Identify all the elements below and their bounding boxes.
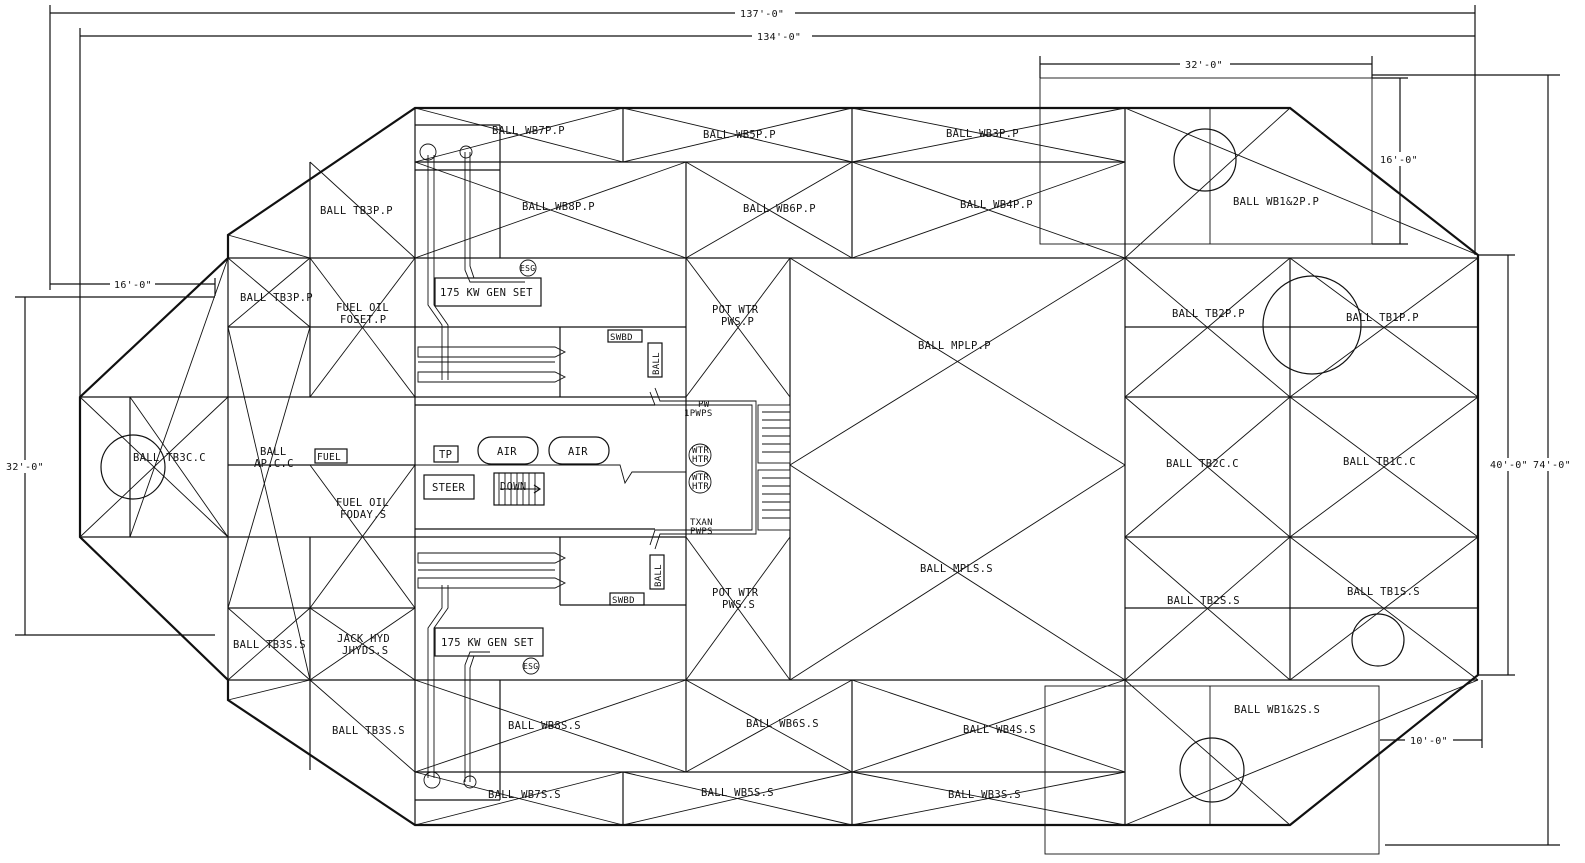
gen-set-starboard-box xyxy=(434,627,544,657)
label-pwps-port-1: PW xyxy=(698,400,710,410)
label-fuel-p-2: FOSET.P xyxy=(340,314,386,326)
label-down: DOWN xyxy=(500,481,527,493)
label-tb3s-inner: BALL TB3S.S xyxy=(233,639,306,651)
label-wb12p: BALL WB1&2P.P xyxy=(1233,196,1319,208)
label-wb4p: BALL WB4P.P xyxy=(960,199,1033,211)
dim-tank-depth: 16'-0" xyxy=(1380,155,1418,166)
label-pwps-starboard-1: TXAN xyxy=(690,518,713,528)
label-tb2c: BALL TB2C.C xyxy=(1166,458,1239,470)
label-pwps-port-2: 1PWPS xyxy=(684,409,713,419)
label-wb5p: BALL WB5P.P xyxy=(703,129,776,141)
label-wb6s: BALL WB6S.S xyxy=(746,718,819,730)
label-jack-2: JHYDS.S xyxy=(342,645,388,657)
label-ball-port: BALL xyxy=(652,352,662,375)
label-jack-1: JACK HYD xyxy=(337,633,390,645)
label-wb6p: BALL WB6P.P xyxy=(743,203,816,215)
label-apc-1: BALL xyxy=(260,446,287,458)
dimension-lines: 137'-0" 134'-0" 32'-0" 16'-0" 16'-0" 32'… xyxy=(4,5,1574,846)
label-swbd-port: SWBD xyxy=(610,333,633,343)
label-wb7s: BALL WB7S.S xyxy=(488,789,561,801)
label-gen-set-starboard: 175 KW GEN SET xyxy=(441,637,534,649)
label-mplp: BALL MPLP.P xyxy=(918,340,991,352)
label-fuel-box: FUEL xyxy=(317,452,341,463)
ball-starboard-box xyxy=(649,554,665,590)
ball-port-box xyxy=(647,342,663,378)
esg-starboard-symbol xyxy=(522,657,540,675)
dim-overall-width: 74'-0" xyxy=(1533,460,1571,471)
label-pot-s-2: PWS.S xyxy=(722,599,755,611)
tp-box xyxy=(433,445,459,463)
label-swbd-starboard: SWBD xyxy=(612,596,635,606)
esg-port-symbol xyxy=(519,259,537,277)
label-tb2s: BALL TB2S.S xyxy=(1167,595,1240,607)
label-esg-starboard: ESG xyxy=(523,662,538,671)
label-fuel-s-2: FODAY.S xyxy=(340,509,386,521)
label-pwps-starboard-2: PWPS xyxy=(690,527,713,537)
engine-starboard xyxy=(417,552,567,589)
label-wb8p: BALL WB8P.P xyxy=(522,201,595,213)
tank-labels: BALL WB7P.P BALL WB5P.P BALL WB3P.P BALL… xyxy=(133,125,1420,801)
label-wtr-htr-2a: WTR xyxy=(692,473,709,483)
label-wb7p: BALL WB7P.P xyxy=(492,125,565,137)
stairway xyxy=(493,472,545,506)
dim-bow-length: 16'-0" xyxy=(114,280,152,291)
machinery-space xyxy=(314,124,791,801)
label-fuel-s-1: FUEL OIL xyxy=(336,497,389,509)
label-wb12s: BALL WB1&2S.S xyxy=(1234,704,1320,716)
swbd-starboard-box xyxy=(609,592,645,606)
label-ball-starboard: BALL xyxy=(654,564,664,587)
label-tp: TP xyxy=(439,449,452,461)
label-tb3p-outer: BALL TB3P.P xyxy=(320,205,393,217)
dim-overall-length: 137'-0" xyxy=(740,9,784,20)
label-gen-set-port: 175 KW GEN SET xyxy=(440,287,533,299)
label-wtr-htr-2b: HTR xyxy=(692,482,709,492)
dim-hull-length: 134'-0" xyxy=(757,32,801,43)
label-pot-s-1: POT WTR xyxy=(712,587,759,599)
dim-bow-width: 32'-0" xyxy=(6,462,44,473)
swbd-port-box xyxy=(607,329,643,343)
dim-stern-offset: 10'-0" xyxy=(1410,736,1448,747)
label-tb3p-inner: BALL TB3P.P xyxy=(240,292,313,304)
label-pot-p-2: PWS.P xyxy=(721,316,754,328)
air-tank-2 xyxy=(548,436,610,465)
equipment-labels: 175 KW GEN SET 175 KW GEN SET ESG ESG SW… xyxy=(317,264,713,671)
label-wb8s: BALL WB8S.S xyxy=(508,720,581,732)
label-wb4s: BALL WB4S.S xyxy=(963,724,1036,736)
label-air-1: AIR xyxy=(497,446,517,458)
label-wb5s: BALL WB5S.S xyxy=(701,787,774,799)
label-apc-2: AP.C.C xyxy=(254,458,294,470)
label-tb1p: BALL TB1P.P xyxy=(1346,312,1419,324)
label-air-2: AIR xyxy=(568,446,588,458)
label-wb3s: BALL WB3S.S xyxy=(948,789,1021,801)
label-tb3c: BALL TB3C.C xyxy=(133,452,206,464)
label-wtr-htr-1b: HTR xyxy=(692,455,709,465)
engine-port xyxy=(417,346,567,383)
label-mpls: BALL MPLS.S xyxy=(920,563,993,575)
label-tb3s-outer: BALL TB3S.S xyxy=(332,725,405,737)
label-tb2p: BALL TB2P.P xyxy=(1172,308,1245,320)
valve-manifold xyxy=(757,404,791,531)
label-esg-port: ESG xyxy=(520,264,535,273)
label-wb3p: BALL WB3P.P xyxy=(946,128,1019,140)
air-tank-1 xyxy=(477,436,539,465)
label-wtr-htr-1a: WTR xyxy=(692,446,709,456)
label-pot-p-1: POT WTR xyxy=(712,304,759,316)
tank-grid xyxy=(79,77,1479,855)
label-steer: STEER xyxy=(432,482,465,494)
label-fuel-p-1: FUEL OIL xyxy=(336,302,389,314)
label-tb1c: BALL TB1C.C xyxy=(1343,456,1416,468)
label-tb1s: BALL TB1S.S xyxy=(1347,586,1420,598)
dim-tank-width: 32'-0" xyxy=(1185,60,1223,71)
fuel-box xyxy=(314,448,348,464)
gen-set-port-box xyxy=(434,277,542,307)
dim-stern-width: 40'-0" xyxy=(1490,460,1528,471)
steer-box xyxy=(423,474,475,500)
